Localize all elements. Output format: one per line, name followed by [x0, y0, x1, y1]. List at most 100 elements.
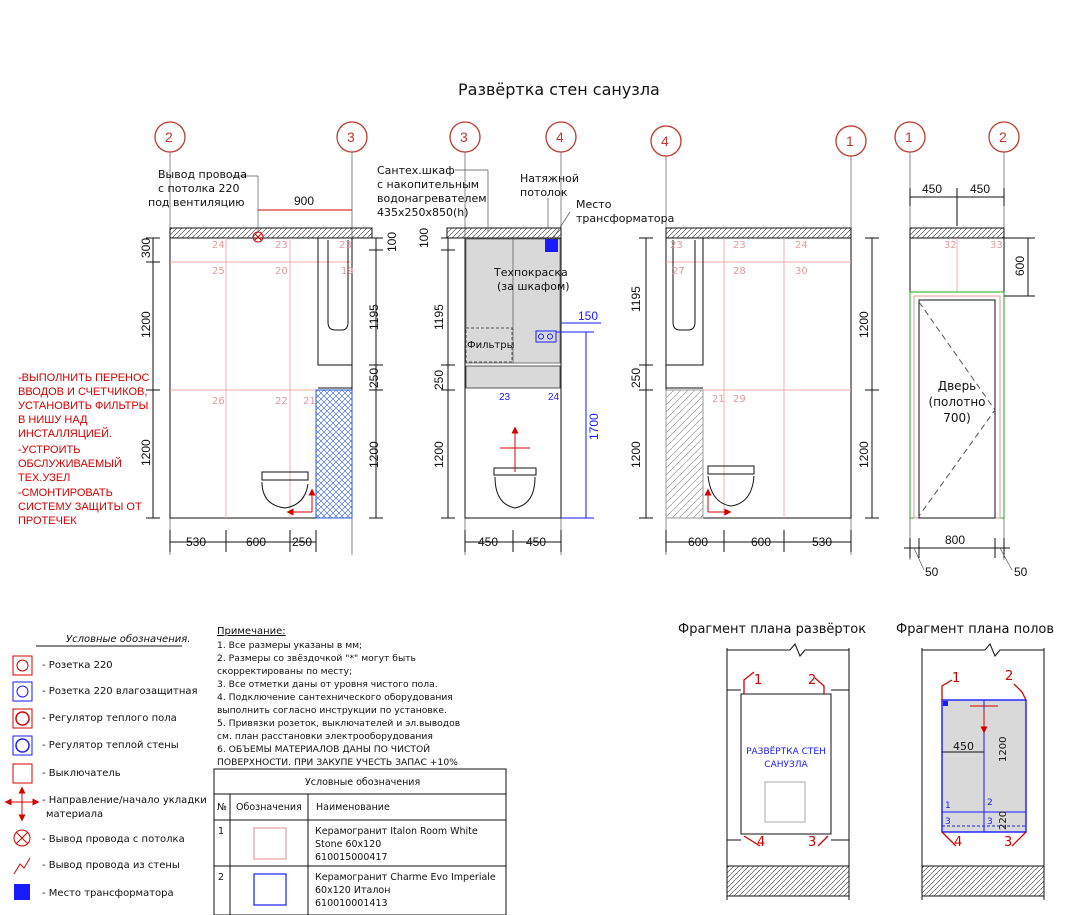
note-cabinet: с накопительным — [377, 178, 479, 191]
plan-mark: 4 — [954, 835, 962, 850]
axis-label: 2 — [165, 129, 173, 145]
legend-item: - Вывод провода с потолка — [42, 834, 185, 845]
axis-label: 4 — [661, 133, 669, 149]
red-note-line: ВВОДОВ И СЧЕТЧИКОВ, — [18, 386, 147, 398]
dim-label: 450 — [970, 182, 990, 196]
plan-dim: 1200 — [998, 737, 1009, 762]
note-line: скорректированы по месту; — [217, 666, 352, 677]
plan-cell: 3 — [945, 817, 951, 827]
note-line: 2. Размеры со звёздочкой "*" могут быть — [217, 653, 416, 664]
dim-label: 1700 — [587, 413, 601, 440]
dim-label: 450 — [922, 182, 942, 196]
tile-num: 28 — [733, 266, 746, 277]
plan-cell: 3 — [987, 817, 993, 827]
plan-mark: 1 — [754, 673, 762, 688]
dim-label: 250 — [367, 368, 381, 388]
table-cell-num: 1 — [218, 826, 224, 837]
red-note-line: СИСТЕМУ ЗАЩИТЫ ОТ — [18, 501, 142, 513]
tile-num: 21 — [712, 394, 725, 405]
red-note-line: ПРОТЕЧЕК — [18, 515, 77, 527]
tile-num: 23 — [499, 392, 511, 403]
tech-paint-label: (за шкафом) — [497, 280, 570, 293]
dim-label: 800 — [945, 533, 965, 547]
tile-num: 32 — [944, 240, 957, 251]
wall-elevation-1: 24 23 23 25 20 19 26 22 21 Вывод провода… — [139, 168, 399, 552]
plan-dim: 220 — [998, 811, 1009, 830]
note-cabinet: водонагревателем — [377, 192, 487, 205]
note-wire: с потолка 220 — [158, 182, 240, 195]
tile-num: 23 — [733, 240, 746, 251]
table-header: Наименование — [316, 802, 390, 813]
table-title: Условные обозначения — [305, 777, 420, 788]
plan-label: РАЗВЁРТКА СТЕН — [746, 746, 826, 757]
plan-mark: 1 — [952, 671, 960, 686]
legend-item: - Регулятор теплой стены — [42, 740, 179, 751]
sheet-title: Развёртка стен санузла — [458, 80, 660, 99]
dim-label: 450 — [478, 535, 498, 549]
dim-label: 1200 — [629, 441, 643, 468]
plan-mark: 2 — [1005, 669, 1013, 684]
dim-label: 50 — [925, 565, 939, 579]
table-cell-num: 2 — [218, 872, 224, 883]
table-cell-name: Stone 60x120 — [315, 839, 381, 850]
dim-label: 50 — [1014, 565, 1028, 579]
dim-label: 1200 — [139, 439, 153, 466]
dim-label: 150 — [578, 309, 598, 323]
tile-num: 29 — [733, 394, 746, 405]
plan-cell: 1 — [945, 801, 951, 811]
axis-label: 3 — [460, 129, 468, 145]
dim-label: 600 — [246, 535, 266, 549]
legend-item: - Место трансформатора — [42, 888, 174, 899]
door-label: (полотно — [928, 395, 985, 409]
axis-label: 4 — [556, 129, 564, 145]
legend-item: - Розетка 220 влагозащитная — [42, 686, 198, 697]
tile-num: 22 — [275, 396, 288, 407]
axis-label: 1 — [846, 133, 854, 149]
tile-num: 23 — [275, 240, 288, 251]
dim-label: 530 — [812, 535, 832, 549]
tile-num: 23 — [339, 240, 352, 251]
note-line: 1. Все размеры указаны в мм; — [217, 640, 362, 651]
plan-mark: 4 — [757, 835, 765, 850]
note-ceiling: потолок — [520, 186, 568, 199]
note-cabinet: Сантех.шкаф — [377, 164, 455, 177]
plan-fragment-floors: Фрагмент плана полов 450 1200 220 1 2 3 … — [896, 622, 1054, 900]
dim-label: 250 — [629, 368, 643, 388]
red-note-line: ТЕХ.УЗЕЛ — [18, 472, 70, 484]
red-note-line: -СМОНТИРОВАТЬ — [18, 487, 113, 499]
legend-item: материала — [46, 809, 103, 820]
legend-item: - Выключатель — [42, 768, 121, 779]
red-note-line: УСТАНОВИТЬ ФИЛЬТРЫ — [18, 400, 148, 412]
dim-label: 530 — [186, 535, 206, 549]
note-cabinet: 435x250x850(h) — [377, 206, 469, 219]
axis-bubbles: 2 3 3 4 4 1 1 2 — [154, 121, 1020, 560]
tile-num: 33 — [990, 240, 1003, 251]
plan-mark: 2 — [808, 673, 816, 688]
note-wire: Вывод провода — [158, 168, 247, 181]
axis-label: 2 — [999, 129, 1007, 145]
plan-title: Фрагмент плана развёрток — [678, 622, 866, 637]
red-note-line: ОБСЛУЖИВАЕМЫЙ — [18, 457, 122, 470]
legend-item: - Вывод провода из стены — [42, 860, 180, 871]
tile-num: 21 — [303, 396, 316, 407]
plan-dim: 450 — [953, 740, 974, 753]
note-line: 5. Привязки розеток, выключателей и эл.в… — [217, 718, 460, 729]
dim-label: 1200 — [857, 441, 871, 468]
wall-elevation-3: 23 23 24 27 28 30 21 29 1195 250 1200 12… — [629, 227, 879, 552]
note-line: 3. Все отметки даны от уровня чистого по… — [217, 679, 438, 690]
table-header: № — [217, 802, 227, 813]
tile-num: 24 — [795, 240, 808, 251]
dim-label: 1195 — [432, 304, 446, 330]
legend-item: - Регулятор теплого пола — [42, 713, 177, 724]
dim-label: 1200 — [139, 311, 153, 338]
plan-mark: 3 — [1004, 835, 1012, 850]
dim-label: 450 — [526, 535, 546, 549]
plan-cell: 2 — [987, 798, 993, 808]
table-cell-name: Керамогранит Charme Evo Imperiale — [315, 872, 496, 883]
dim-label: 300 — [139, 238, 153, 258]
dim-label: 1195 — [367, 304, 381, 330]
dim-label: 600 — [1013, 256, 1027, 276]
legend-item: - Розетка 220 — [42, 660, 113, 671]
dim-label: 1195 — [629, 286, 643, 312]
table-header: Обозначения — [236, 802, 302, 813]
